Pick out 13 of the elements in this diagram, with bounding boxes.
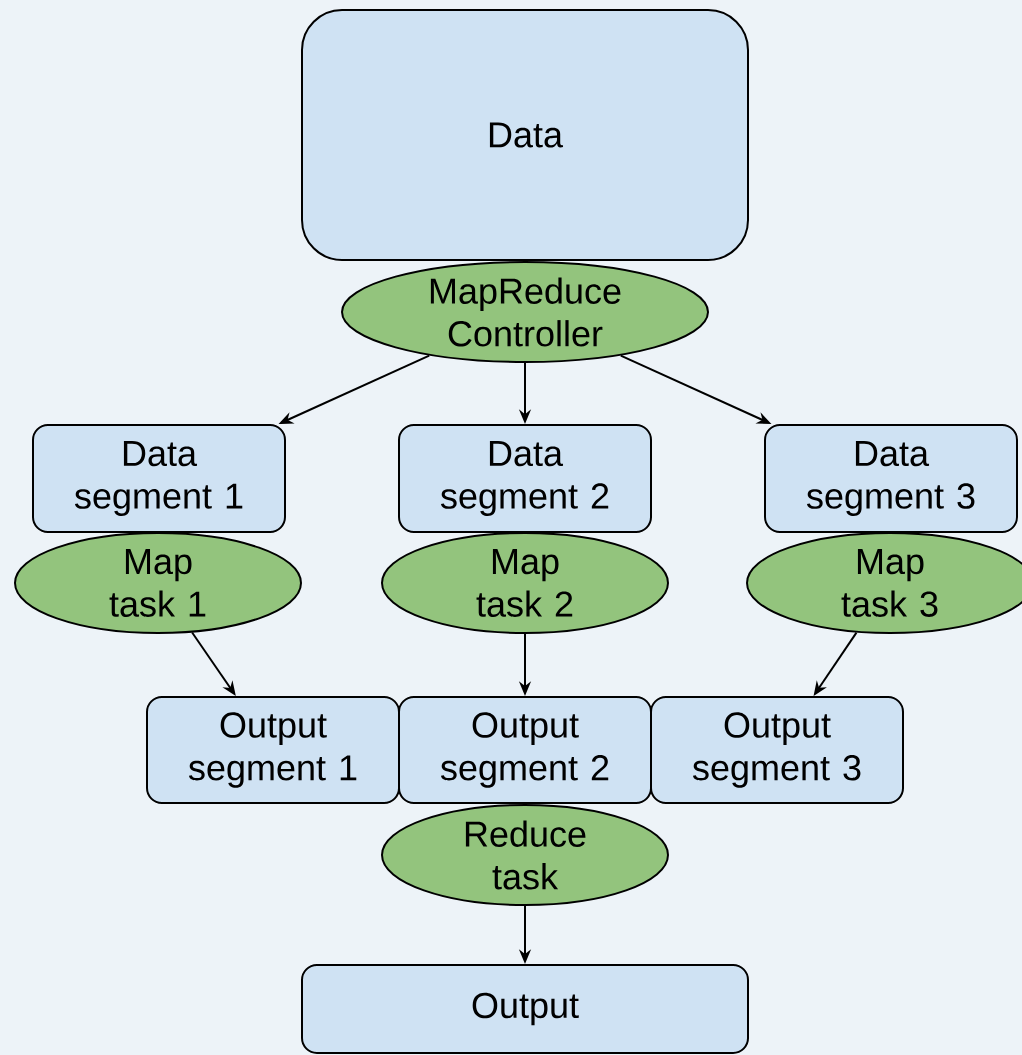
ellipse-node: Reduce task [381, 804, 669, 906]
process-box: Output segment 3 [650, 696, 904, 804]
process-box: Data segment 2 [398, 424, 652, 533]
process-box: Output [301, 964, 749, 1054]
process-box: Output segment 1 [146, 696, 400, 804]
process-box: Data segment 1 [32, 424, 286, 533]
ellipse-node: MapReduce Controller [341, 261, 709, 363]
ellipse-node: Map task 2 [381, 532, 669, 634]
process-box: Output segment 2 [398, 696, 652, 804]
ellipse-node: Map task 3 [746, 532, 1022, 634]
process-box: Data [301, 9, 749, 261]
ellipse-node: Map task 1 [14, 532, 302, 634]
process-box: Data segment 3 [764, 424, 1018, 533]
